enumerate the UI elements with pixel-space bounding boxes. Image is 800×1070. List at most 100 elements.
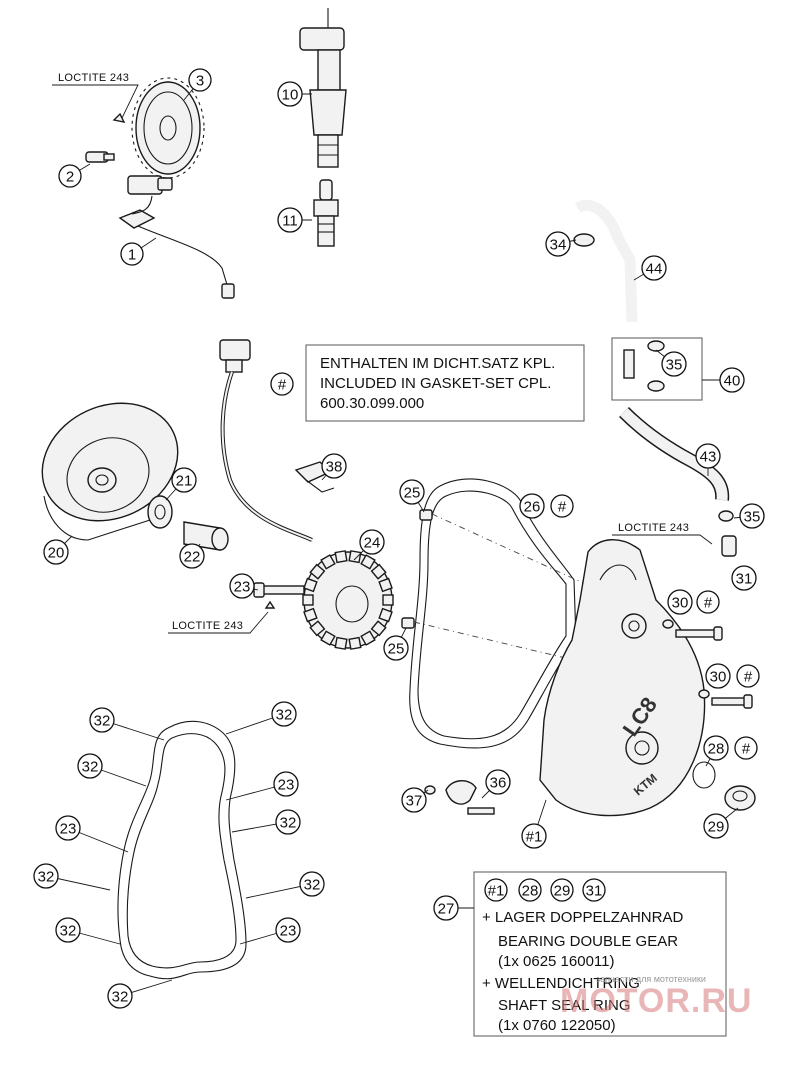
- callout-number: 32: [280, 815, 297, 832]
- callout-c24: 24: [359, 529, 385, 555]
- callout-c29: 29: [703, 813, 729, 839]
- callout-number: #: [742, 741, 751, 758]
- callout-number: #: [558, 499, 567, 516]
- callout-circle: [107, 983, 133, 1009]
- callout-number: 22: [184, 549, 201, 566]
- callout-circle: [705, 663, 731, 689]
- callout-g32f: 32: [299, 871, 325, 897]
- callout-b31: 31: [582, 878, 606, 902]
- callout-circle: [89, 707, 115, 733]
- callout-g32a: 32: [89, 707, 115, 733]
- callout-circle: [401, 787, 427, 813]
- callout-number: 30: [672, 595, 689, 612]
- callout-circle: [55, 815, 81, 841]
- stator-pole: [348, 550, 362, 564]
- callout-number: 3: [196, 73, 204, 90]
- callout-circle: [696, 590, 720, 614]
- callout-c11: 11: [277, 207, 303, 233]
- callout-circle: [171, 467, 197, 493]
- cover-bolt-part: [662, 619, 723, 641]
- callout-c28h: #: [734, 736, 758, 760]
- callout-number: 44: [646, 261, 663, 278]
- stator-pole: [334, 636, 348, 650]
- callout-number: 27: [438, 901, 455, 918]
- callout-circle: [582, 878, 606, 902]
- callout-circle: [484, 878, 508, 902]
- callout-c28: 28: [703, 735, 729, 761]
- callout-circle: [661, 351, 687, 377]
- callout-circle: [383, 635, 409, 661]
- callout-number: 23: [278, 777, 295, 794]
- kit-note-line-1: + LAGER DOPPELZAHNRAD: [482, 909, 683, 926]
- callout-circle: [277, 81, 303, 107]
- callout-c1: 1: [120, 242, 144, 266]
- breather-hose-lower-part: [619, 407, 737, 557]
- screw-part: [85, 112, 126, 163]
- stator-pole: [378, 607, 393, 623]
- callout-circle: [703, 735, 729, 761]
- callout-circle: [703, 813, 729, 839]
- callout-circle: [550, 878, 574, 902]
- callout-number: 25: [388, 641, 405, 658]
- callout-circle: [399, 479, 425, 505]
- callout-number: 1: [128, 247, 136, 264]
- callout-number: 31: [586, 883, 603, 900]
- callout-number: 28: [522, 883, 539, 900]
- spark-plug-part: [313, 179, 339, 247]
- callout-number: #: [278, 377, 287, 394]
- callout-number: 24: [364, 535, 381, 552]
- callout-c25b: 25: [383, 635, 409, 661]
- callout-number: 40: [724, 373, 741, 390]
- callout-number: 35: [744, 509, 761, 526]
- callout-c30ah: #: [696, 590, 720, 614]
- callout-circle: [641, 255, 667, 281]
- callout-number: 32: [38, 869, 55, 886]
- o-ring-part: [692, 761, 716, 789]
- stator-pole: [360, 630, 376, 646]
- stator-pole: [378, 577, 393, 593]
- stator-part: [302, 550, 394, 650]
- callout-number: 36: [490, 775, 507, 792]
- callout-c30bh: #: [736, 664, 760, 688]
- loctite-note-sprocket: LOCTITE 243: [52, 72, 139, 119]
- callout-circle: [77, 753, 103, 779]
- callout-number: 38: [326, 459, 343, 476]
- callout-circle: [55, 917, 81, 943]
- callout-number: 31: [736, 571, 753, 588]
- kit-note-part-number-1: (1x 0625 160011): [498, 953, 614, 970]
- callout-number: 26: [524, 499, 541, 516]
- callout-circle: [43, 539, 69, 565]
- callout-circle: [550, 494, 574, 518]
- callout-c2: 2: [58, 164, 82, 188]
- callout-number: 23: [280, 923, 297, 940]
- callout-c20: 20: [43, 539, 69, 565]
- callout-circle: [275, 917, 301, 943]
- loctite-note-fitting: LOCTITE 243: [612, 522, 713, 545]
- callout-g23b: 23: [55, 815, 81, 841]
- gasket-set-note: ENTHALTEN IM DICHT.SATZ KPL. INCLUDED IN…: [305, 344, 585, 422]
- flywheel-rotor-part: [41, 402, 179, 541]
- callout-c36: 36: [485, 769, 511, 795]
- watermark-large: MOTOR.RU: [560, 982, 752, 1020]
- watermark: запчасти для мототехники MOTOR.RU: [560, 974, 752, 1020]
- stator-bolt-part: [253, 582, 305, 609]
- kit-note-part-number-2: (1x 0760 122050): [498, 1017, 616, 1034]
- callout-circle: [521, 823, 547, 849]
- gasket-note-part-number: 600.30.099.000: [320, 395, 424, 412]
- callout-number: 32: [276, 707, 293, 724]
- callout-c30b: 30: [705, 663, 731, 689]
- callout-c37: 37: [401, 787, 427, 813]
- callout-number: 43: [700, 449, 717, 466]
- loctite-label: LOCTITE 243: [58, 72, 129, 84]
- callout-circle: [188, 68, 212, 92]
- callout-circle: [273, 771, 299, 797]
- callout-c3: 3: [188, 68, 212, 92]
- cover-bolt-part: [698, 689, 753, 709]
- kit-note-line-2: BEARING DOUBLE GEAR: [498, 933, 678, 950]
- callout-b1: #1: [484, 878, 508, 902]
- callout-c43: 43: [695, 443, 721, 469]
- loctite-label: LOCTITE 243: [172, 620, 243, 632]
- gasket-note-line-2: INCLUDED IN GASKET-SET CPL.: [320, 375, 551, 392]
